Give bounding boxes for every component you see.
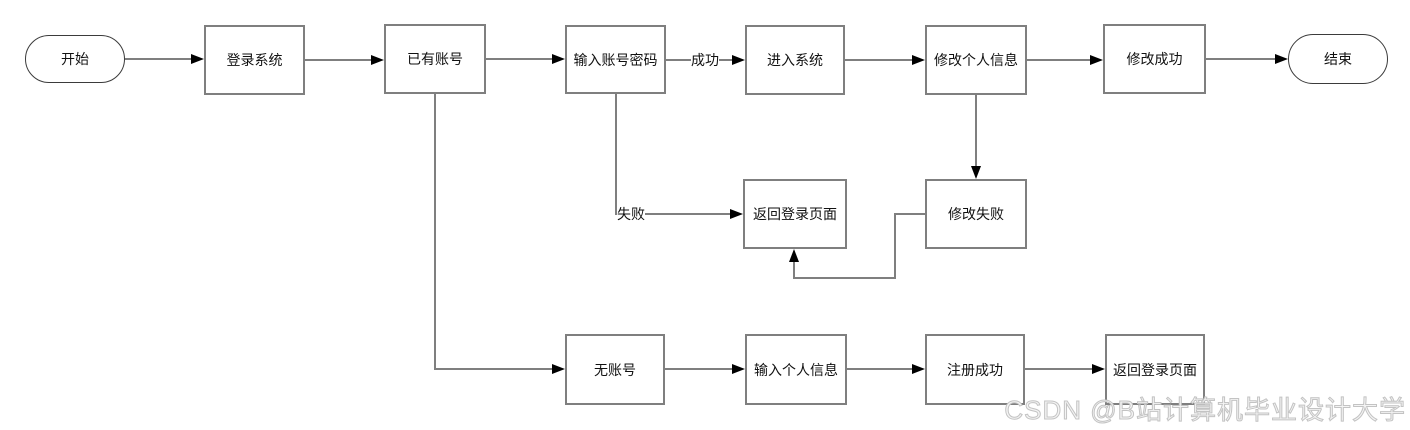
connector-has-account-to-no-account xyxy=(434,94,553,370)
node-enter-system: 进入系统 xyxy=(745,25,845,95)
arrowhead xyxy=(732,55,745,65)
node-back-to-login-2: 返回登录页面 xyxy=(1105,334,1205,405)
node-edit-fail: 修改失败 xyxy=(925,179,1027,249)
arrowhead xyxy=(1275,54,1288,64)
arrowhead xyxy=(1090,55,1103,65)
arrowhead xyxy=(912,364,925,374)
node-enter-credentials: 输入账号密码 xyxy=(565,25,666,94)
node-enter-personal-info: 输入个人信息 xyxy=(745,334,847,405)
arrowhead xyxy=(912,55,925,65)
arrowhead xyxy=(732,364,745,374)
node-login-system: 登录系统 xyxy=(204,25,305,95)
edge-label-success: 成功 xyxy=(691,52,719,68)
arrowhead xyxy=(371,55,384,65)
node-no-account: 无账号 xyxy=(565,334,665,405)
watermark-text: CSDN @B站计算机毕业设计大学 xyxy=(1004,395,1406,426)
arrowhead xyxy=(730,209,743,219)
node-end: 结束 xyxy=(1288,34,1388,84)
node-register-success: 注册成功 xyxy=(925,334,1025,405)
arrowhead xyxy=(191,54,204,64)
node-edit-profile: 修改个人信息 xyxy=(925,25,1027,95)
node-back-to-login: 返回登录页面 xyxy=(743,179,847,249)
node-has-account: 已有账号 xyxy=(384,24,486,94)
node-start: 开始 xyxy=(25,35,125,83)
connector-edit-fail-to-back-login xyxy=(793,213,925,279)
edge-label-fail: 失败 xyxy=(617,206,645,222)
node-edit-success: 修改成功 xyxy=(1103,24,1206,94)
arrowhead xyxy=(552,54,565,64)
connector-credentials-fail-to-back-login xyxy=(615,94,731,215)
arrowhead xyxy=(789,249,799,262)
arrowhead xyxy=(1092,364,1105,374)
arrowhead xyxy=(971,166,981,179)
arrowhead xyxy=(552,364,565,374)
